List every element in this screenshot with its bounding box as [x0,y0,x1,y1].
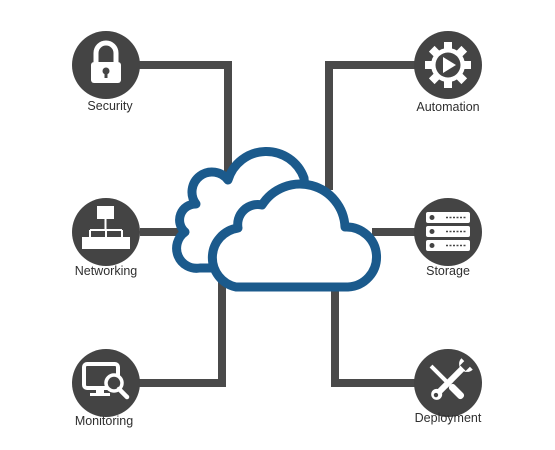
node-automation [414,31,482,99]
gear-play-icon [425,42,471,88]
padlock-icon [91,40,121,83]
connector-deployment [331,280,418,387]
label-security: Security [87,99,133,113]
label-monitoring: Monitoring [74,414,134,428]
label-storage: Storage [426,264,470,278]
node-deployment [414,349,482,417]
connector-monitoring [138,270,226,387]
label-automation: Automation [416,100,480,114]
node-storage [414,198,482,266]
connectors [138,61,418,387]
label-deployment: Deployment [414,411,482,425]
cloud-front [207,179,382,292]
label-networking: Networking [74,264,138,278]
node-security [72,31,140,99]
node-monitoring [72,349,140,417]
wrench-screwdriver-icon [429,358,473,400]
cloud-icon [172,146,382,292]
monitor-search-icon [82,362,130,400]
connector-automation [325,61,418,190]
network-icon [82,206,130,249]
connector-security [138,61,232,200]
node-networking [72,198,140,266]
server-rack-icon [426,212,470,251]
